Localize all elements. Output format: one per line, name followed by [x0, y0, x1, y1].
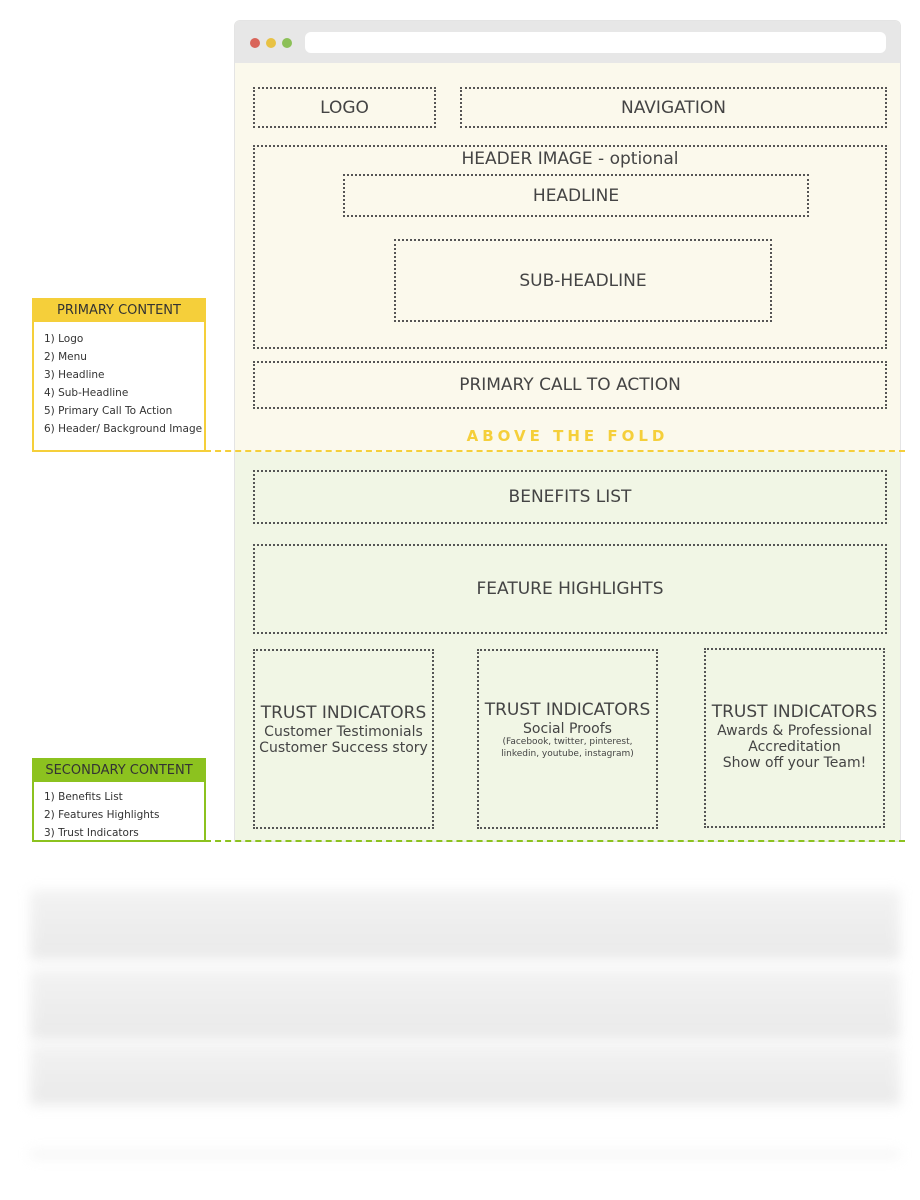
headline-box: HEADLINE — [343, 174, 809, 217]
browser-toolbar — [235, 21, 900, 63]
blur-band — [30, 890, 900, 960]
primary-legend-title: PRIMARY CONTENT — [34, 300, 204, 322]
trust-indicators-line: Social Proofs — [523, 721, 612, 738]
trust-indicators-title: TRUST INDICATORS — [260, 703, 427, 724]
primary-cta-box: PRIMARY CALL TO ACTION — [253, 361, 887, 409]
sub-headline-box: SUB-HEADLINE — [394, 239, 772, 322]
navigation-label: NAVIGATION — [621, 97, 726, 118]
trust-indicators-line: Accreditation — [748, 738, 841, 755]
feature-highlights-label: FEATURE HIGHLIGHTS — [476, 579, 664, 599]
trust-indicators-line: Customer Success story — [259, 739, 428, 756]
legend-item: 3) Headline — [44, 369, 105, 381]
legend-item: 2) Menu — [44, 351, 87, 363]
trust-indicators-line: Show off your Team! — [722, 754, 867, 771]
above-the-fold-label: ABOVE THE FOLD — [466, 427, 669, 445]
legend-item: 1) Benefits List — [44, 791, 123, 803]
browser-window: LOGO NAVIGATION HEADER IMAGE - optional … — [234, 20, 901, 842]
secondary-legend-list: 1) Benefits List 2) Features Highlights … — [34, 782, 204, 842]
secondary-legend-title: SECONDARY CONTENT — [34, 760, 204, 782]
trust-indicators-title: TRUST INDICATORS — [484, 700, 651, 721]
primary-content-legend: PRIMARY CONTENT 1) Logo 2) Menu 3) Headl… — [32, 298, 206, 452]
primary-legend-list: 1) Logo 2) Menu 3) Headline 4) Sub-Headl… — [34, 322, 204, 438]
trust-indicators-box-1: TRUST INDICATORS Customer Testimonials C… — [253, 649, 434, 829]
legend-item: 1) Logo — [44, 333, 84, 345]
minimize-dot-icon — [266, 38, 276, 48]
below-fold-zone — [235, 452, 900, 841]
trust-indicators-title: TRUST INDICATORS — [711, 702, 878, 723]
above-fold-line — [205, 450, 905, 452]
sub-headline-label: SUB-HEADLINE — [519, 270, 647, 291]
secondary-content-legend: SECONDARY CONTENT 1) Benefits List 2) Fe… — [32, 758, 206, 842]
navigation-box: NAVIGATION — [460, 87, 887, 128]
blur-band — [30, 1045, 900, 1105]
benefits-list-label: BENEFITS LIST — [508, 487, 632, 507]
blur-band — [30, 970, 900, 1040]
primary-cta-label: PRIMARY CALL TO ACTION — [459, 375, 681, 395]
blurred-reflection — [30, 850, 900, 1180]
trust-indicators-box-2: TRUST INDICATORS Social Proofs (Facebook… — [477, 649, 658, 829]
legend-item: 4) Sub-Headline — [44, 387, 129, 399]
trust-indicators-line: Customer Testimonials — [264, 723, 423, 740]
address-bar — [305, 32, 886, 53]
blur-band — [30, 1150, 900, 1158]
header-image-label: HEADER IMAGE - optional — [461, 149, 679, 169]
legend-item: 2) Features Highlights — [44, 809, 160, 821]
header-image-box: HEADER IMAGE - optional — [253, 145, 887, 349]
secondary-content-line — [205, 840, 905, 842]
legend-item: 3) Trust Indicators — [44, 827, 139, 839]
maximize-dot-icon — [282, 38, 292, 48]
feature-highlights-box: FEATURE HIGHLIGHTS — [253, 544, 887, 634]
trust-indicators-note: (Facebook, twitter, pinterest, linkedin,… — [501, 737, 634, 759]
benefits-list-box: BENEFITS LIST — [253, 470, 887, 524]
legend-item: 5) Primary Call To Action — [44, 405, 173, 417]
logo-box: LOGO — [253, 87, 436, 128]
trust-indicators-line: Awards & Professional — [717, 722, 872, 739]
headline-label: HEADLINE — [532, 185, 620, 206]
close-dot-icon — [250, 38, 260, 48]
legend-item: 6) Header/ Background Image — [44, 423, 203, 435]
logo-label: LOGO — [320, 97, 369, 118]
trust-indicators-box-3: TRUST INDICATORS Awards & Professional A… — [704, 648, 885, 828]
